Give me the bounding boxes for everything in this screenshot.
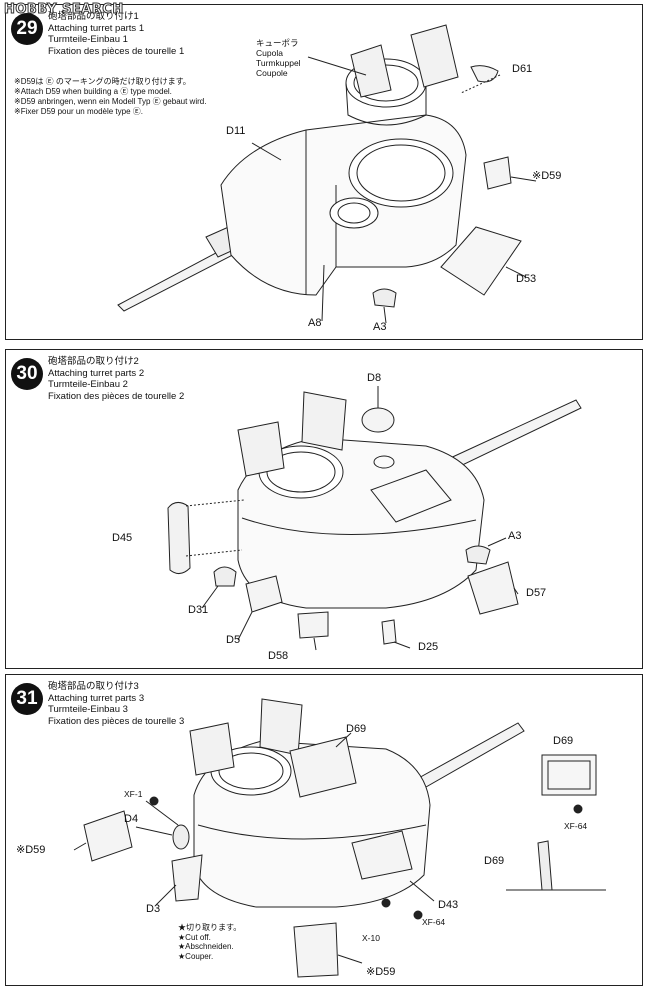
step-title-de: Turmteile-Einbau 2 xyxy=(48,379,128,390)
callout-a8: A8 xyxy=(308,317,322,329)
step-title-block: 砲塔部品の取り付け3 Attaching turret parts 3 Turm… xyxy=(48,681,184,727)
step-title-de: Turmteile-Einbau 1 xyxy=(48,34,128,45)
callout-a3: A3 xyxy=(373,321,387,333)
callout-d57: D57 xyxy=(526,587,547,599)
callout-d69-detail: D69 xyxy=(553,735,574,747)
step-title-en: Attaching turret parts 1 xyxy=(48,22,145,34)
step-number: 29 xyxy=(11,13,43,45)
callout-x10: X-10 xyxy=(362,933,380,943)
callout-d45: D45 xyxy=(112,532,133,544)
callout-d3: D3 xyxy=(146,903,161,915)
callout-d31: D31 xyxy=(188,604,209,616)
step-31-panel: 31 砲塔部品の取り付け3 Attaching turret parts 3 T… xyxy=(5,674,643,986)
callout-cupola: キューポラ Cupola Turmkuppel Coupole xyxy=(256,38,301,78)
callout-d4: D4 xyxy=(124,813,139,825)
cut-off-note: ★切り取ります。 ★Cut off. ★Abschneiden. ★Couper… xyxy=(178,923,242,961)
turret-drawing xyxy=(6,5,642,339)
d59-note: ※D59は Ⓔ のマーキングの時だけ取り付けます。 ※Attach D59 wh… xyxy=(14,77,207,116)
callout-d58: D58 xyxy=(268,650,289,662)
callout-d59-bottom: ※D59 xyxy=(366,966,396,978)
callout-xf64: XF-64 xyxy=(422,917,446,927)
step-29-panel: 29 砲塔部品の取り付け1 Attaching turret parts 1 T… xyxy=(5,4,643,340)
step-title-block: 砲塔部品の取り付け1 Attaching turret parts 1 Turm… xyxy=(48,11,184,57)
step-title-en: Attaching turret parts 2 xyxy=(48,367,145,379)
step-title-jp: 砲塔部品の取り付け3 xyxy=(48,681,139,692)
step-title-de: Turmteile-Einbau 3 xyxy=(48,704,128,715)
step-title-en: Attaching turret parts 3 xyxy=(48,692,145,704)
watermark-logo: HOBBY SEARCH xyxy=(4,2,124,18)
step-title-block: 砲塔部品の取り付け2 Attaching turret parts 2 Turm… xyxy=(48,356,184,402)
step-title-fr: Fixation des pièces de tourelle 3 xyxy=(48,715,185,727)
step-title-jp: 砲塔部品の取り付け1 xyxy=(48,11,139,22)
step-number: 31 xyxy=(11,683,43,715)
step-number: 30 xyxy=(11,358,43,390)
callout-d8: D8 xyxy=(367,372,382,384)
step-title-jp: 砲塔部品の取り付け2 xyxy=(48,356,139,367)
step-title-fr: Fixation des pièces de tourelle 2 xyxy=(48,390,185,402)
turret-drawing xyxy=(6,350,642,668)
callout-d61: D61 xyxy=(512,63,533,75)
callout-xf64-detail: XF-64 xyxy=(564,821,588,831)
callout-a3: A3 xyxy=(508,530,522,542)
callout-d5: D5 xyxy=(226,634,241,646)
callout-d69-side: D69 xyxy=(484,855,505,867)
step-title-fr: Fixation des pièces de tourelle 1 xyxy=(48,45,185,57)
callout-d43: D43 xyxy=(438,899,459,911)
turret-drawing xyxy=(6,675,642,985)
callout-d59: ※D59 xyxy=(532,170,562,182)
callout-d11: D11 xyxy=(226,125,246,137)
step-30-panel: 30 砲塔部品の取り付け2 Attaching turret parts 2 T… xyxy=(5,349,643,669)
callout-d69: D69 xyxy=(346,723,367,735)
callout-xf1: XF-1 xyxy=(124,789,143,799)
callout-d59-left: ※D59 xyxy=(16,844,46,856)
callout-d25: D25 xyxy=(418,641,439,653)
callout-d53: D53 xyxy=(516,273,537,285)
